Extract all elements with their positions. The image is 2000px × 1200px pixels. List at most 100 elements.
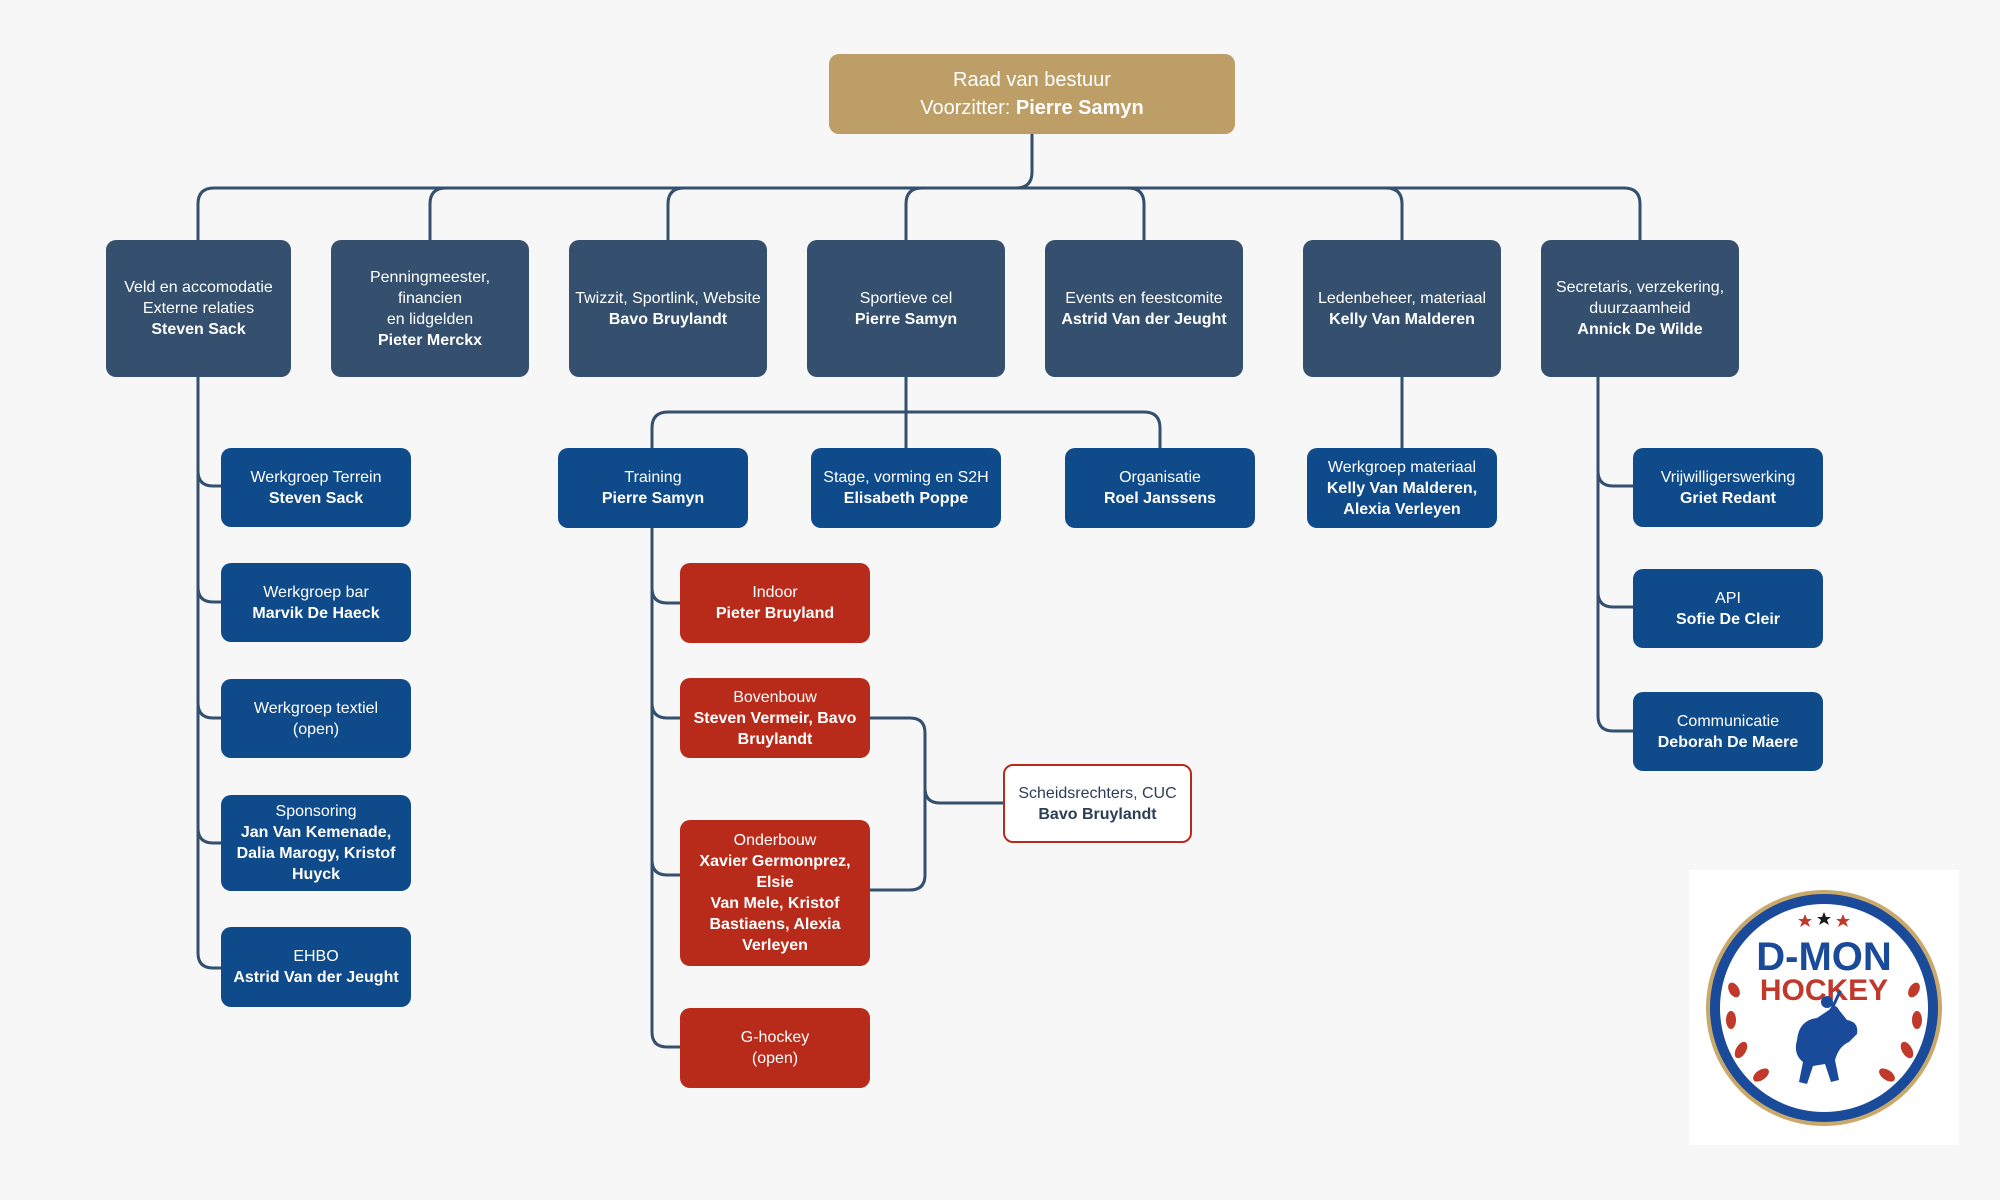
connector-dept-3 bbox=[666, 186, 685, 240]
board-chair-label: Voorzitter: bbox=[920, 97, 1011, 119]
group-communicatie: Communicatie Deborah De Maere bbox=[1633, 692, 1823, 771]
connector-dept-1 bbox=[196, 186, 215, 240]
stars-icon bbox=[1798, 912, 1850, 927]
hockey-logo-icon: D-MON HOCKEY bbox=[1706, 890, 1942, 1126]
logo-line1: D-MON bbox=[1756, 935, 1892, 979]
board-node: Raad van bestuur Voorzitter: Pierre Samy… bbox=[829, 54, 1235, 134]
dept-name: Pieter Merckx bbox=[377, 331, 483, 349]
dept-title: Penningmeester, financien en lidgelden bbox=[369, 268, 491, 328]
dept-title: Events en feestcomite bbox=[1065, 289, 1223, 307]
group-title: API bbox=[1715, 589, 1741, 607]
group-title: EHBO bbox=[293, 948, 339, 965]
group-textiel: Werkgroep textiel (open) bbox=[221, 679, 411, 758]
group-bar: Werkgroep bar Marvik De Haeck bbox=[221, 563, 411, 642]
dept-name: Annick De Wilde bbox=[1577, 321, 1703, 338]
training-title: Indoor bbox=[752, 584, 798, 601]
training-name: Pieter Bruyland bbox=[715, 605, 835, 622]
connector-veld-4 bbox=[196, 827, 222, 845]
group-name: Deborah De Maere bbox=[1657, 733, 1799, 751]
group-name: Elisabeth Poppe bbox=[843, 490, 969, 507]
group-name: Steven Sack bbox=[268, 489, 364, 507]
group-name: Sofie De Cleir bbox=[1675, 610, 1781, 628]
referees-node: Scheidsrechters, CUC Bavo Bruylandt bbox=[1003, 764, 1192, 843]
group-name: Griet Redant bbox=[1679, 489, 1776, 507]
connector-veld-2 bbox=[196, 586, 222, 604]
group-title: Werkgroep materiaal bbox=[1327, 458, 1477, 476]
group-api: API Sofie De Cleir bbox=[1633, 569, 1823, 648]
dept-name: Pierre Samyn bbox=[854, 310, 958, 328]
connector-training-spine bbox=[650, 528, 680, 1049]
dept-title: Sportieve cel bbox=[859, 289, 953, 307]
group-vrijwilligerswerking: Vrijwilligerswerking Griet Redant bbox=[1633, 448, 1823, 527]
group-title: Communicatie bbox=[1676, 712, 1780, 730]
connector-referees-mid bbox=[923, 787, 1004, 805]
connector-secretary-spine bbox=[1596, 377, 1633, 733]
connector-sport-3 bbox=[1143, 410, 1162, 448]
group-name: Pierre Samyn bbox=[601, 490, 705, 507]
connector-veld-3 bbox=[196, 702, 222, 720]
training-name: Xavier Germonprez, Elsie Van Mele, Krist… bbox=[699, 853, 851, 954]
dept-veld: Veld en accomodatie Externe relaties Ste… bbox=[106, 240, 291, 377]
training-onderbouw: Onderbouw Xavier Germonprez, Elsie Van M… bbox=[680, 820, 870, 966]
connector-dept-2 bbox=[428, 186, 447, 240]
group-ehbo: EHBO Astrid Van der Jeught bbox=[221, 927, 411, 1007]
group-materiaal: Werkgroep materiaal Kelly Van Malderen, … bbox=[1307, 448, 1497, 528]
connector-training-3 bbox=[650, 859, 680, 877]
dept-title: Ledenbeheer, materiaal bbox=[1317, 289, 1487, 307]
dept-secretaris: Secretaris, verzekering, duurzaamheid An… bbox=[1541, 240, 1739, 377]
dept-ledenbeheer: Ledenbeheer, materiaal Kelly Van Maldere… bbox=[1303, 240, 1501, 377]
training-g-hockey: G-hockey (open) bbox=[680, 1008, 870, 1088]
board-chair-line: Voorzitter: Pierre Samyn bbox=[920, 94, 1143, 122]
connector-sport-1 bbox=[650, 410, 669, 448]
connector-training-1 bbox=[650, 587, 680, 605]
referees-title: Scheidsrechters, CUC bbox=[1018, 784, 1177, 802]
connector-secretary-1 bbox=[1596, 470, 1633, 488]
training-name: Steven Vermeir, Bavo Bruylandt bbox=[693, 709, 857, 748]
dept-name: Kelly Van Malderen bbox=[1329, 310, 1475, 328]
group-title: Stage, vorming en S2H bbox=[823, 469, 989, 486]
group-terrein: Werkgroep Terrein Steven Sack bbox=[221, 448, 411, 527]
connector-veld-1 bbox=[196, 470, 222, 488]
connector-training-2 bbox=[650, 702, 680, 720]
connector-secretary-2 bbox=[1596, 591, 1633, 609]
connector-referees bbox=[870, 716, 927, 892]
group-training: Training Pierre Samyn bbox=[558, 448, 748, 528]
connector-veld-spine bbox=[196, 377, 222, 970]
connector-dept-7 bbox=[1623, 186, 1642, 240]
board-chair-name: Pierre Samyn bbox=[1015, 97, 1144, 119]
dept-title: Secretaris, verzekering, duurzaamheid bbox=[1555, 279, 1725, 317]
group-title: Organisatie bbox=[1119, 469, 1201, 486]
group-title: Werkgroep textiel (open) bbox=[253, 699, 379, 738]
group-name: Kelly Van Malderen, Alexia Verleyen bbox=[1326, 479, 1478, 518]
connector-dept-6 bbox=[1385, 186, 1404, 240]
dept-twizzit: Twizzit, Sportlink, Website Bavo Bruylan… bbox=[569, 240, 767, 377]
referees-name: Bavo Bruylandt bbox=[1038, 805, 1157, 823]
dept-sportieve-cel: Sportieve cel Pierre Samyn bbox=[807, 240, 1005, 377]
dept-title: Veld en accomodatie Externe relaties bbox=[124, 279, 273, 317]
group-title: Training bbox=[624, 469, 682, 486]
connector-dept-4 bbox=[904, 186, 923, 240]
group-title: Werkgroep bar bbox=[263, 583, 369, 601]
training-title: Onderbouw bbox=[733, 832, 817, 849]
connector-board-trunk bbox=[1015, 134, 1034, 190]
group-name: Jan Van Kemenade, Dalia Marogy, Kristof … bbox=[236, 824, 396, 883]
group-name: Marvik De Haeck bbox=[252, 604, 380, 622]
dept-name: Astrid Van der Jeught bbox=[1061, 310, 1227, 328]
connector-dept-5 bbox=[1127, 186, 1146, 240]
group-sponsoring: Sponsoring Jan Van Kemenade, Dalia Marog… bbox=[221, 795, 411, 891]
training-bovenbouw: Bovenbouw Steven Vermeir, Bavo Bruylandt bbox=[680, 678, 870, 758]
dept-name: Steven Sack bbox=[151, 321, 246, 338]
board-title: Raad van bestuur bbox=[953, 69, 1111, 91]
training-title: G-hockey (open) bbox=[740, 1029, 810, 1067]
group-title: Vrijwilligerswerking bbox=[1660, 468, 1796, 486]
dept-title: Twizzit, Sportlink, Website bbox=[575, 289, 761, 307]
dept-penningmeester: Penningmeester, financien en lidgelden P… bbox=[331, 240, 529, 377]
training-indoor: Indoor Pieter Bruyland bbox=[680, 563, 870, 643]
group-stage: Stage, vorming en S2H Elisabeth Poppe bbox=[811, 448, 1001, 528]
horse-rider-icon bbox=[1795, 990, 1858, 1084]
training-title: Bovenbouw bbox=[733, 688, 817, 706]
group-title: Werkgroep Terrein bbox=[250, 468, 382, 486]
group-title: Sponsoring bbox=[275, 803, 357, 820]
group-name: Roel Janssens bbox=[1103, 490, 1217, 507]
